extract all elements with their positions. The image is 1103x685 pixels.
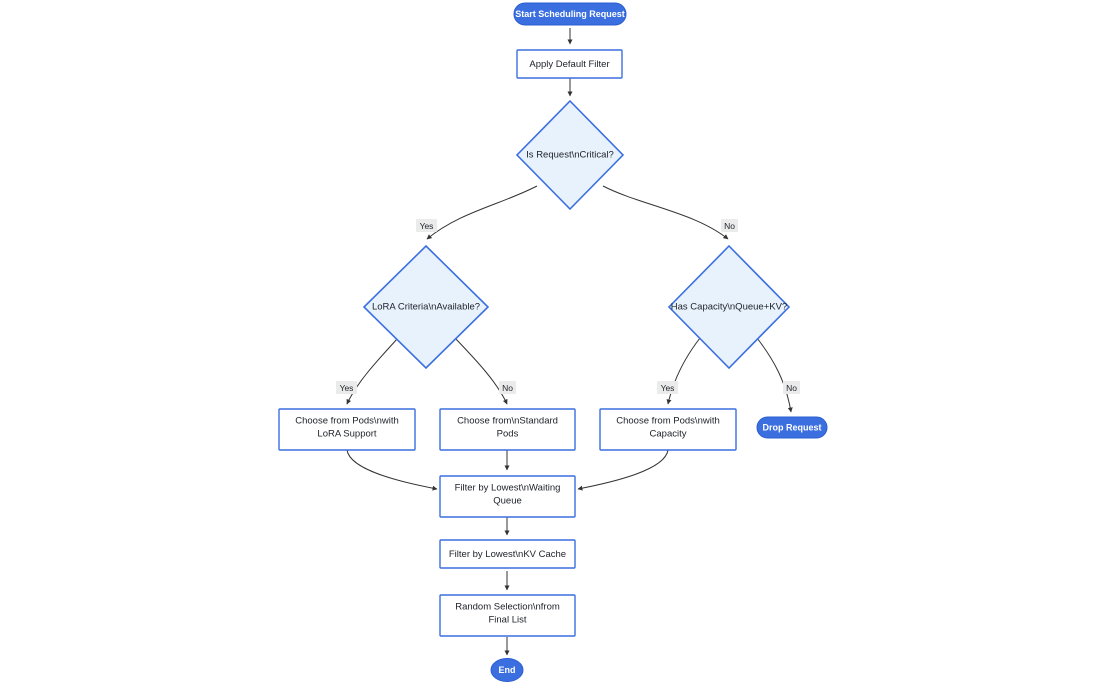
node-drop-request-label: Drop Request <box>762 422 821 432</box>
node-lora-criteria-available-label: LoRA Criteria\nAvailable? <box>372 302 480 313</box>
edge-label-text: No <box>786 383 797 393</box>
node-choose-pods-lora-shape[interactable] <box>278 408 416 451</box>
edge-pods-capacity-to-filter-queue <box>577 449 669 491</box>
node-filter-kv-cache-shape[interactable] <box>439 539 576 569</box>
node-is-request-critical-shape[interactable] <box>515 99 625 211</box>
node-random-selection-label-line1: Random Selection\nfrom <box>455 602 560 613</box>
edge-label-layer: Yes No Yes No Yes No <box>336 219 800 394</box>
node-start-shape[interactable] <box>513 2 627 26</box>
node-drop-request[interactable]: Drop Request <box>756 416 828 439</box>
node-choose-pods-lora[interactable]: Choose from Pods\nwith LoRA Support <box>278 408 416 451</box>
node-random-selection[interactable]: Random Selection\nfrom Final List <box>439 594 576 637</box>
edge-lora-criteria-to-pods-standard <box>454 337 508 405</box>
node-random-selection-label-line2: Final List <box>488 615 526 626</box>
edge-pods-lora-to-filter-queue <box>346 449 438 491</box>
edge-lora-criteria-to-pods-lora <box>346 337 399 405</box>
node-choose-pods-lora-label-line2: LoRA Support <box>317 429 377 440</box>
node-choose-pods-standard-label-line2: Pods <box>497 429 519 440</box>
node-end-shape[interactable] <box>490 658 524 682</box>
node-choose-pods-capacity-label-line2: Capacity <box>650 429 687 440</box>
node-filter-kv-cache-label: Filter by Lowest\nKV Cache <box>449 549 566 560</box>
edge-label-critical-yes: Yes <box>416 219 437 232</box>
node-has-capacity-shape[interactable] <box>667 244 791 370</box>
node-choose-pods-lora-label-line1: Choose from Pods\nwith <box>295 416 399 427</box>
node-filter-waiting-queue-label-line2: Queue <box>493 496 522 507</box>
edge-has-capacity-to-pods-capacity <box>666 337 701 405</box>
node-filter-waiting-queue[interactable]: Filter by Lowest\nWaiting Queue <box>439 475 576 518</box>
node-choose-pods-capacity-label-line1: Choose from Pods\nwith <box>616 416 720 427</box>
node-is-request-critical[interactable]: Is Request\nCritical? <box>515 99 625 211</box>
node-drop-request-shape[interactable] <box>756 416 828 439</box>
edge-is-critical-to-lora-criteria <box>426 185 538 240</box>
node-choose-pods-standard[interactable]: Choose from\nStandard Pods <box>439 408 576 451</box>
edge-has-capacity-to-drop-request <box>756 337 793 413</box>
node-filter-waiting-queue-label-line1: Filter by Lowest\nWaiting <box>455 483 561 494</box>
edge-label-text: Yes <box>340 383 354 393</box>
edge-label-text: No <box>724 221 735 231</box>
node-random-selection-shape[interactable] <box>439 594 576 637</box>
node-start-label: Start Scheduling Request <box>515 9 625 19</box>
edge-label-text: No <box>502 383 513 393</box>
node-has-capacity[interactable]: Has Capacity\nQueue+KV? <box>667 244 791 370</box>
node-apply-default-filter-shape[interactable] <box>516 49 623 79</box>
edge-label-lora-yes: Yes <box>336 381 357 394</box>
node-apply-default-filter-label: Apply Default Filter <box>529 59 609 70</box>
node-layer: Start Scheduling Request Apply Default F… <box>278 2 828 682</box>
node-filter-kv-cache[interactable]: Filter by Lowest\nKV Cache <box>439 539 576 569</box>
edge-label-lora-no: No <box>499 381 516 394</box>
edge-label-text: Yes <box>661 383 675 393</box>
node-choose-pods-capacity-shape[interactable] <box>599 408 737 451</box>
node-end[interactable]: End <box>490 658 524 682</box>
edge-is-critical-to-has-capacity <box>602 185 729 240</box>
node-end-label: End <box>499 665 516 675</box>
node-lora-criteria-available[interactable]: LoRA Criteria\nAvailable? <box>362 244 490 370</box>
edge-label-capacity-yes: Yes <box>657 381 678 394</box>
node-choose-pods-capacity[interactable]: Choose from Pods\nwith Capacity <box>599 408 737 451</box>
node-filter-waiting-queue-shape[interactable] <box>439 475 576 518</box>
edge-label-text: Yes <box>420 221 434 231</box>
node-choose-pods-standard-shape[interactable] <box>439 408 576 451</box>
edge-label-critical-no: No <box>721 219 738 232</box>
node-lora-criteria-available-shape[interactable] <box>362 244 490 370</box>
node-has-capacity-label: Has Capacity\nQueue+KV? <box>671 302 787 313</box>
node-is-request-critical-label: Is Request\nCritical? <box>526 150 614 161</box>
node-start[interactable]: Start Scheduling Request <box>513 2 627 26</box>
edge-label-capacity-no: No <box>783 381 800 394</box>
node-apply-default-filter[interactable]: Apply Default Filter <box>516 49 623 79</box>
node-choose-pods-standard-label-line1: Choose from\nStandard <box>457 416 558 427</box>
edge-layer <box>346 28 793 656</box>
